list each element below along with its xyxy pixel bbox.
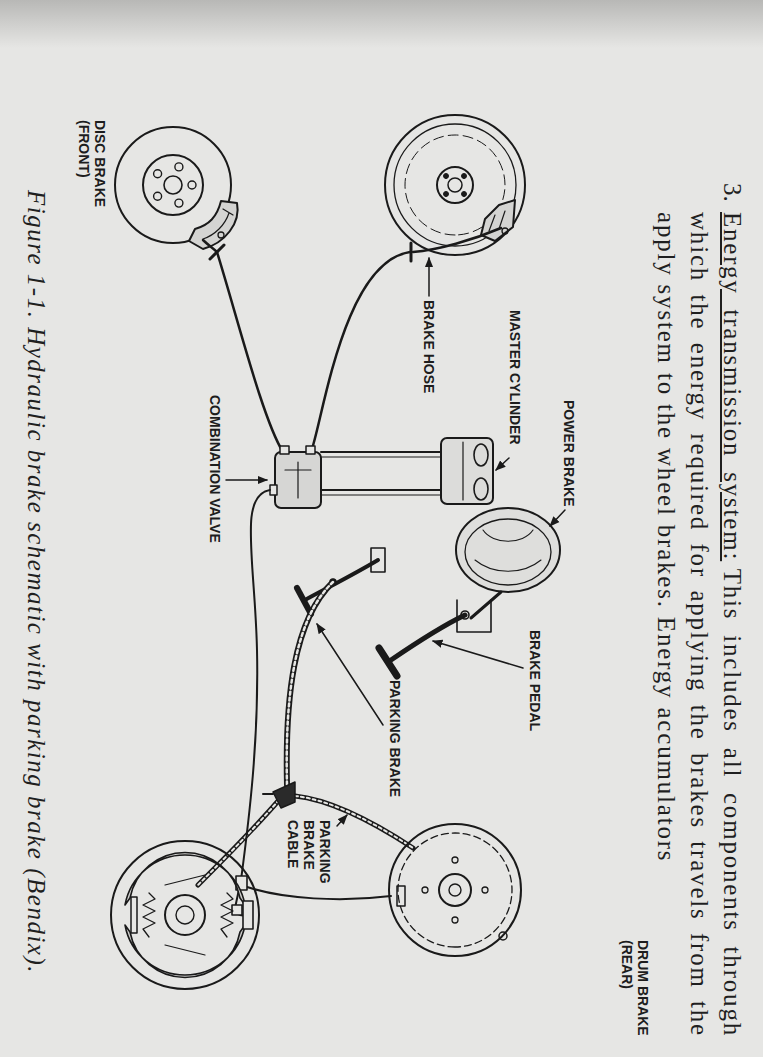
front-disc-brake (115, 127, 238, 249)
brake-hose (203, 228, 501, 452)
front-wheel-shield (385, 115, 525, 255)
figure-caption: Figure 1-1. Hydraulic brake schematic wi… (21, 190, 51, 974)
leader-line (226, 258, 565, 826)
part-label: BRAKE HOSE (421, 300, 437, 393)
part-label: PARKING BRAKE CABLE (285, 820, 333, 884)
part-label: PARKING BRAKE (387, 680, 403, 797)
part-label: DRUM BRAKE (REAR) (619, 940, 651, 1050)
brake-pedal (379, 611, 469, 676)
master-cylinder (441, 438, 493, 504)
page-edge-shade (0, 0, 763, 48)
part-label: POWER BRAKE (561, 400, 577, 507)
part-label: COMBINATION VALVE (207, 395, 223, 543)
rear-drum-brake (389, 824, 521, 956)
power-brake-booster (456, 508, 560, 632)
part-label: MASTER CYLINDER (507, 310, 523, 445)
rear-brake-line (232, 490, 391, 916)
item-number: 3. (716, 183, 749, 202)
parking-brake-cable (198, 582, 413, 885)
parking-brake-pedal (297, 548, 385, 614)
body-paragraph: Energy transmission system:This includes… (650, 212, 749, 1037)
combination-valve (270, 446, 321, 508)
rear-drum-brake (111, 841, 259, 989)
brake-line (321, 452, 441, 495)
part-label: DISC BRAKE (FRONT) (76, 120, 108, 225)
paragraph-heading: Energy transmission system: (719, 212, 746, 561)
part-label: BRAKE PEDAL (527, 630, 543, 731)
